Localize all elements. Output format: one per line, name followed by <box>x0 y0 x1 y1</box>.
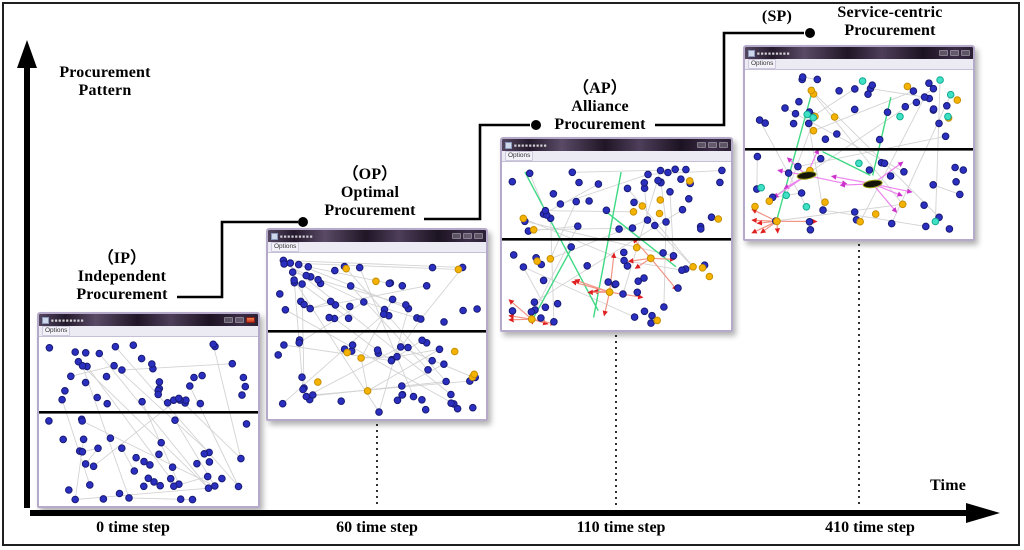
pattern-name-line2: Procurement <box>554 116 646 133</box>
time-step-410: 410 time step <box>825 519 915 536</box>
menu-item-options[interactable]: Options <box>505 151 534 161</box>
maximize-button[interactable] <box>235 317 244 323</box>
x-axis-label: Time <box>929 477 967 494</box>
simulation-canvas <box>39 337 258 506</box>
time-step-110: 110 time step <box>576 519 666 536</box>
y-axis-label-line1: Procurement <box>59 64 151 81</box>
pattern-name-line2: Procurement <box>76 286 168 303</box>
pattern-abbr: （IP） <box>97 250 147 267</box>
window-ap-simulation: ■■■■■■■■■ Options <box>500 137 733 332</box>
window-title-bar[interactable]: ■■■■■■■■■ <box>745 47 973 59</box>
window-sp-simulation: ■■■■■■■■■ Options <box>743 45 975 241</box>
window-title-bar[interactable]: ■■■■■■■■■ <box>502 139 731 151</box>
minimize-button[interactable] <box>224 317 233 323</box>
simulation-network <box>745 73 973 234</box>
window-op-simulation: ■■■■■■■■■ Options <box>266 228 488 421</box>
window-menu-bar: Options <box>268 242 486 253</box>
minimize-button[interactable] <box>452 233 461 239</box>
menu-item-options[interactable]: Options <box>748 59 777 69</box>
window-ip-simulation: ■■■■■■■■■ Options <box>37 312 260 508</box>
pattern-name-line1: Service-centric <box>837 4 943 21</box>
label-independent-procurement: （IP） Independent Procurement <box>38 250 206 304</box>
label-sp-abbr: (SP) <box>761 8 793 25</box>
simulation-canvas <box>745 70 973 239</box>
connector-bullet-sp <box>805 28 815 38</box>
label-optimal-procurement: （OP） Optimal Procurement <box>295 166 445 220</box>
close-button[interactable] <box>246 317 255 323</box>
y-axis-arrowhead <box>17 40 37 68</box>
maximize-button[interactable] <box>708 142 717 148</box>
menu-item-options[interactable]: Options <box>42 326 71 336</box>
window-title-text: ■■■■■■■■■ <box>280 233 314 239</box>
label-service-centric-procurement: Service-centric Procurement <box>816 4 964 40</box>
window-app-icon <box>42 316 49 324</box>
close-button[interactable] <box>474 233 483 239</box>
window-title-text: ■■■■■■■■■ <box>514 142 548 148</box>
window-app-icon <box>271 232 278 240</box>
maximize-button[interactable] <box>463 233 472 239</box>
close-button[interactable] <box>961 50 970 56</box>
label-alliance-procurement: （AP） Alliance Procurement <box>525 80 675 134</box>
pattern-name-line1: Optimal <box>340 184 400 201</box>
window-app-icon <box>505 141 512 149</box>
pattern-name-line2: Procurement <box>844 22 936 39</box>
pattern-abbr: （AP） <box>572 80 628 97</box>
window-menu-bar: Options <box>39 326 258 337</box>
menu-item-options[interactable]: Options <box>271 242 300 252</box>
pattern-name-line1: Alliance <box>571 98 629 115</box>
pattern-name-line1: Independent <box>77 268 167 285</box>
simulation-network <box>39 340 258 504</box>
window-app-icon <box>748 49 755 57</box>
y-axis-label: Procurement Pattern <box>40 64 170 100</box>
window-title-bar[interactable]: ■■■■■■■■■ <box>268 230 486 242</box>
simulation-canvas <box>502 162 731 330</box>
simulation-network <box>268 256 486 416</box>
minimize-button[interactable] <box>939 50 948 56</box>
pattern-name-line2: Procurement <box>324 202 416 219</box>
minimize-button[interactable] <box>697 142 706 148</box>
time-step-0: 0 time step <box>96 519 170 536</box>
close-button[interactable] <box>719 142 728 148</box>
window-title-text: ■■■■■■■■■ <box>51 317 85 323</box>
pattern-abbr: （OP） <box>342 166 398 183</box>
simulation-canvas <box>268 253 486 419</box>
y-axis-label-line2: Pattern <box>78 82 132 99</box>
window-title-bar[interactable]: ■■■■■■■■■ <box>39 314 258 326</box>
window-title-text: ■■■■■■■■■ <box>757 50 791 56</box>
window-menu-bar: Options <box>745 59 973 70</box>
window-menu-bar: Options <box>502 151 731 162</box>
simulation-network <box>502 165 731 327</box>
maximize-button[interactable] <box>950 50 959 56</box>
time-step-60: 60 time step <box>336 519 418 536</box>
x-axis-arrowhead <box>966 503 1000 523</box>
